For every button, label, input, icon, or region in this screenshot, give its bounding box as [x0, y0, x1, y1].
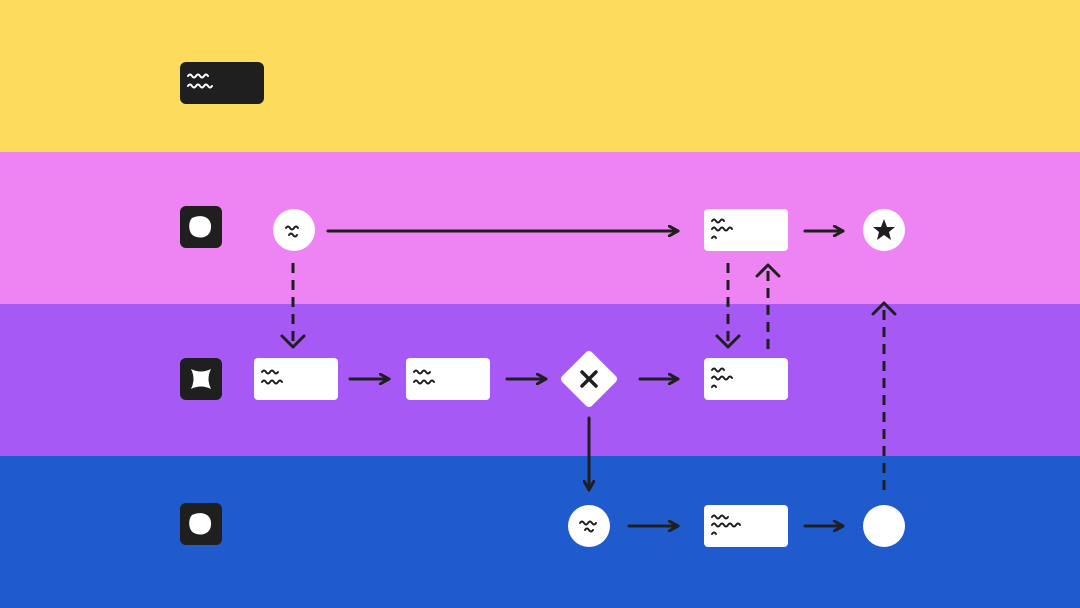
end-event-plain[interactable]	[863, 505, 905, 547]
swimlane-purple	[0, 304, 1080, 456]
task-card-2[interactable]	[406, 358, 490, 400]
intermediate-event[interactable]	[568, 505, 610, 547]
scalloped-shape-icon	[191, 369, 211, 389]
lane-header-block	[180, 62, 264, 104]
squiggle-text-icon	[711, 514, 741, 535]
squiggle-text-icon	[711, 218, 733, 239]
swimlane-yellow	[0, 0, 1080, 152]
lane-icon-blob-2	[180, 503, 222, 545]
lane-icon-blob	[180, 206, 222, 248]
end-event-star[interactable]	[863, 209, 905, 251]
swimlane-blue	[0, 456, 1080, 608]
squiggle-text-icon	[187, 73, 213, 89]
blob-shape-icon	[189, 216, 212, 238]
task-card-top-right[interactable]	[704, 209, 788, 251]
swimlane-pink	[0, 152, 1080, 304]
blob-shape-icon	[189, 513, 212, 535]
squiggle-text-icon	[413, 369, 435, 385]
task-card-1[interactable]	[254, 358, 338, 400]
task-card-mid-right[interactable]	[704, 358, 788, 400]
squiggle-text-icon	[579, 520, 597, 533]
lane-icon-scalloped	[180, 358, 222, 400]
squiggle-text-icon	[261, 369, 283, 385]
task-card-bottom[interactable]	[704, 505, 788, 547]
star-icon	[873, 219, 895, 240]
start-event[interactable]	[273, 209, 315, 251]
squiggle-text-icon	[711, 367, 733, 388]
squiggle-text-icon	[285, 225, 299, 238]
